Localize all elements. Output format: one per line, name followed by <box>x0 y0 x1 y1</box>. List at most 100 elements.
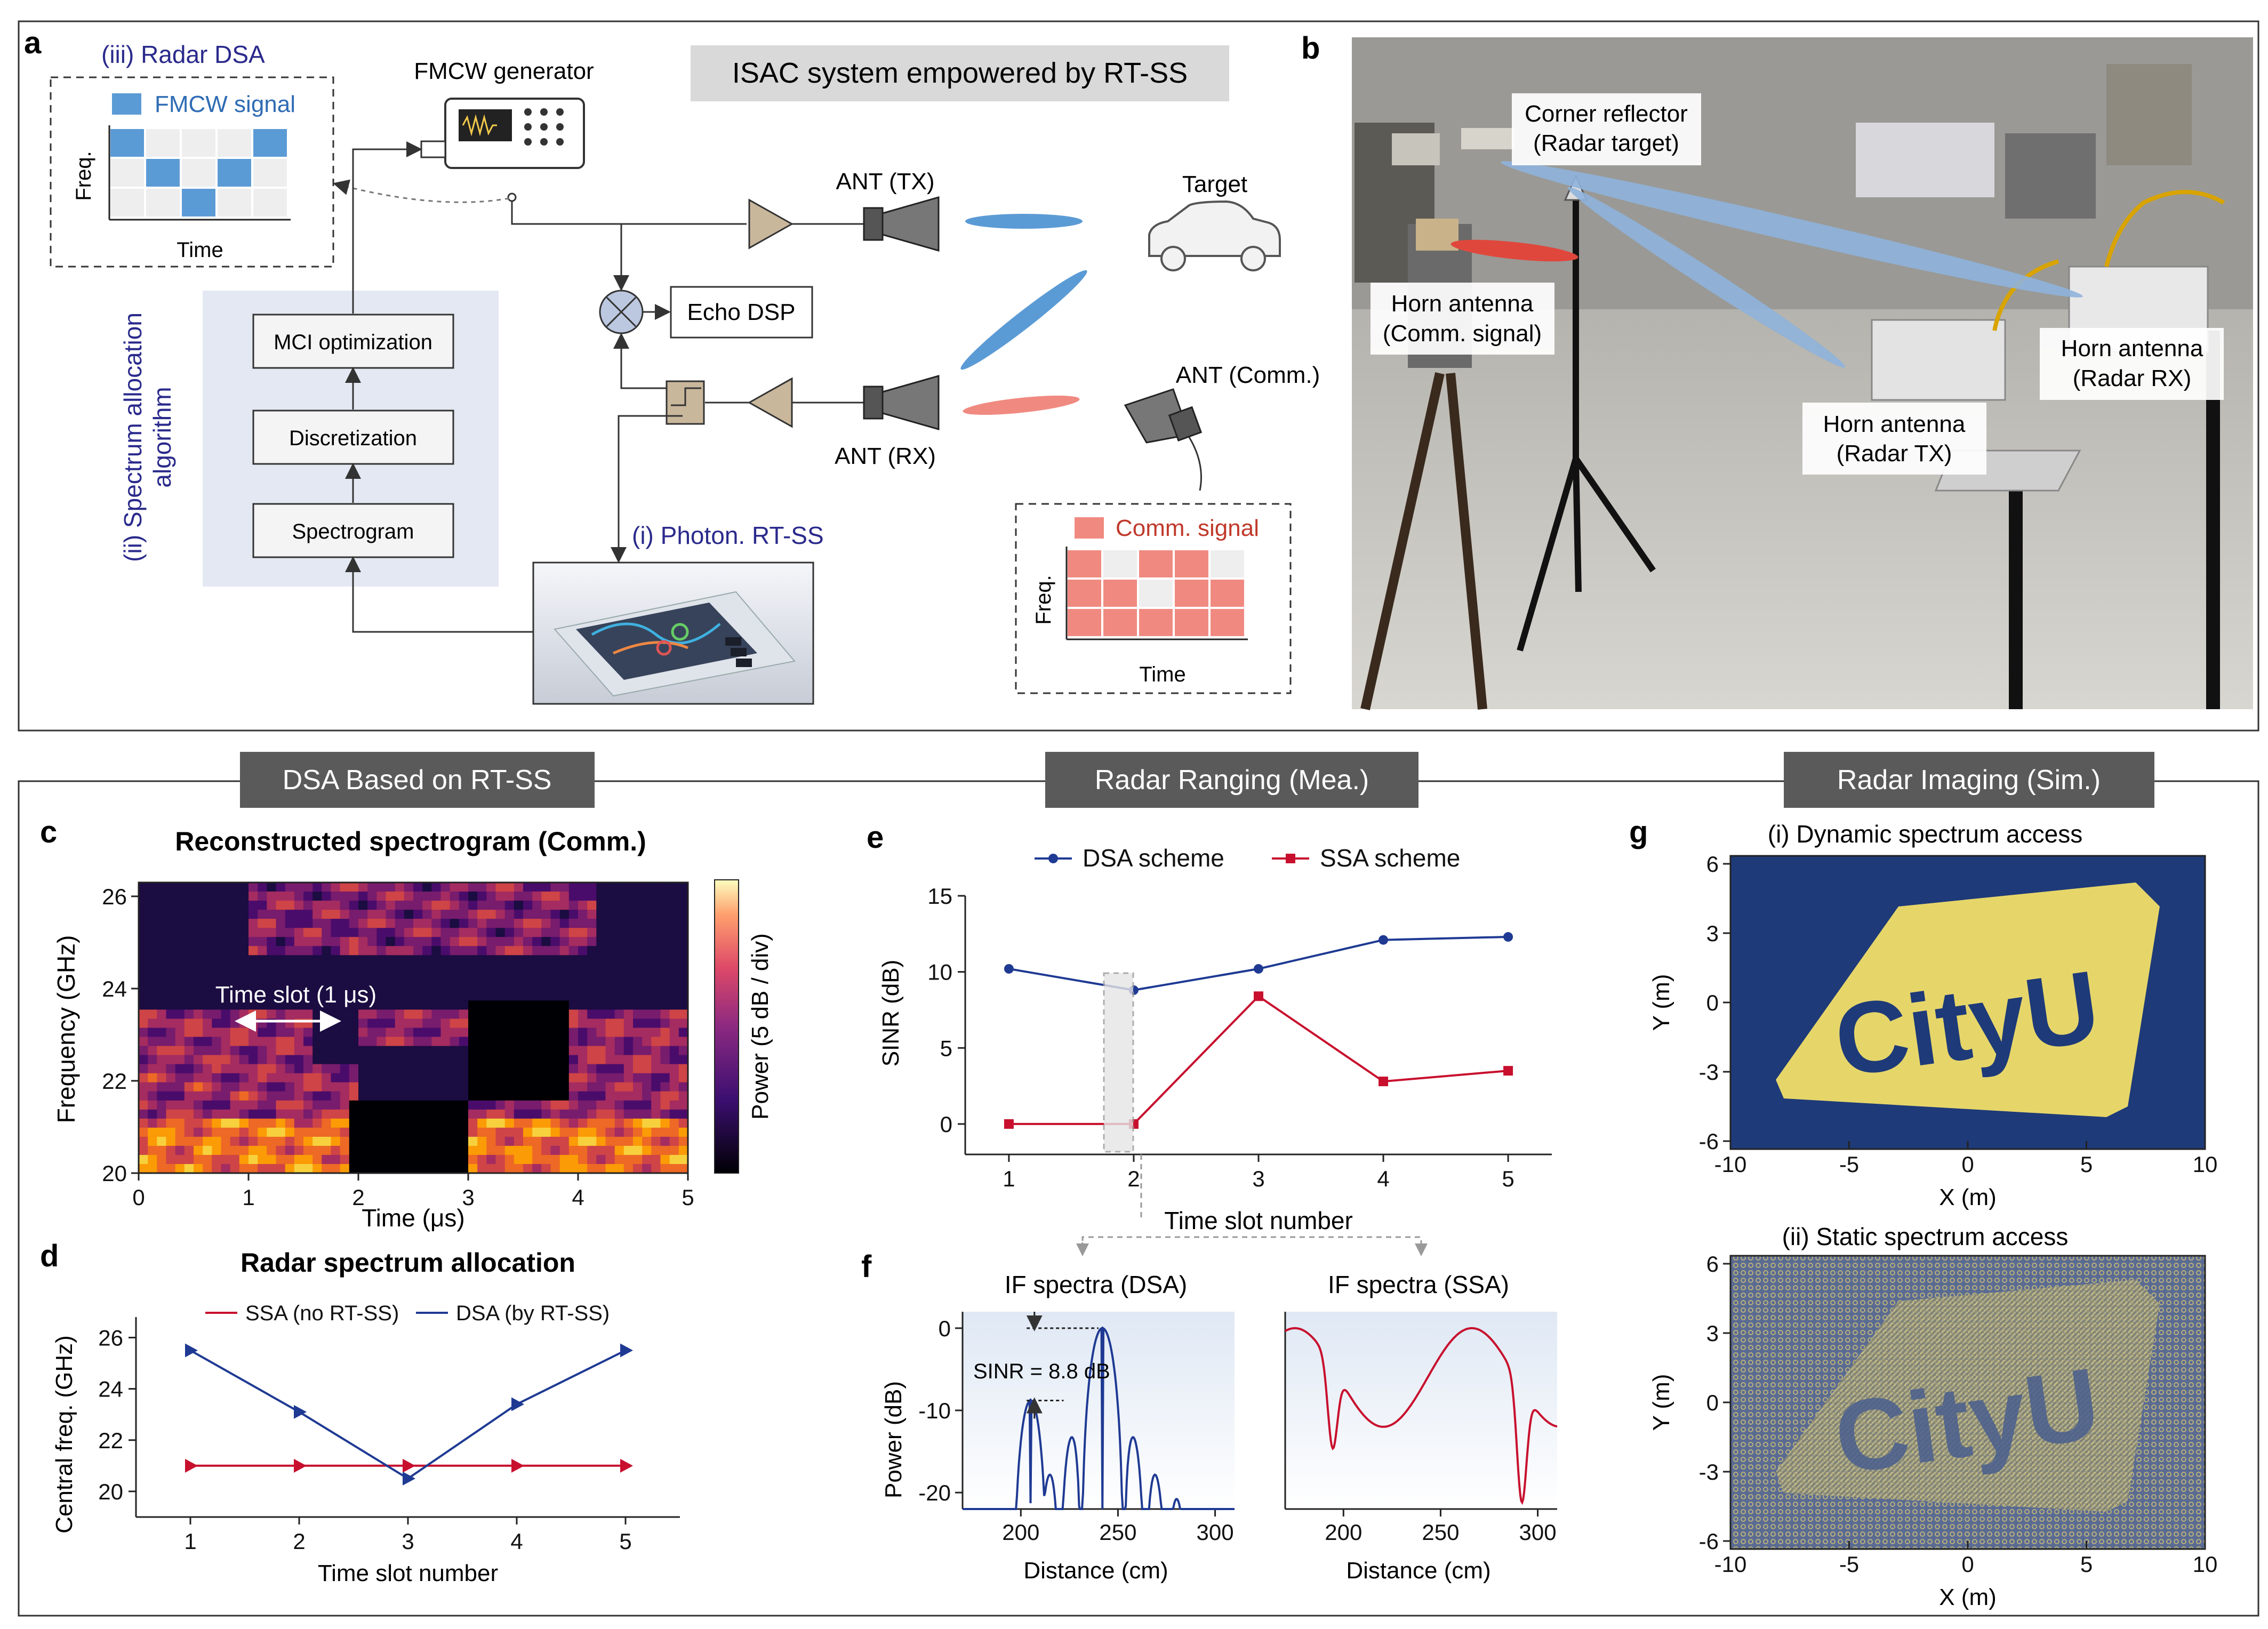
heatmap-cell <box>276 955 286 965</box>
heatmap-cell <box>669 1064 679 1074</box>
heatmap-cell <box>157 1136 167 1146</box>
heatmap-cell <box>623 1154 634 1165</box>
heatmap-cell <box>184 1118 194 1128</box>
heatmap-cell <box>495 910 506 919</box>
heatmap-cell <box>148 1118 157 1128</box>
y-tick-label: 5 <box>940 1036 952 1061</box>
heatmap-cell <box>267 964 277 974</box>
data-point <box>1503 932 1513 942</box>
comm-cell <box>1068 550 1101 577</box>
heatmap-cell <box>578 901 588 910</box>
y-tick-label: 20 <box>102 1161 127 1186</box>
heatmap-cell <box>477 892 487 901</box>
heatmap-cell <box>230 982 240 992</box>
heatmap-cell <box>559 1118 570 1128</box>
heatmap-cell <box>486 1109 496 1119</box>
heatmap-cell <box>184 1082 194 1092</box>
heatmap-cell <box>367 973 377 983</box>
heatmap-cell <box>340 1037 350 1047</box>
heatmap-cell <box>504 928 515 937</box>
heatmap-cell <box>450 1100 460 1110</box>
heatmap-cell <box>249 901 258 910</box>
heatmap-cell <box>550 1100 560 1110</box>
heatmap-cell <box>303 1064 313 1074</box>
heatmap-cell <box>459 1091 469 1101</box>
heatmap-cell <box>523 928 533 937</box>
heatmap-cell <box>184 1136 194 1146</box>
heatmap-cell <box>267 937 277 946</box>
heatmap-cell <box>495 892 506 901</box>
heatmap-cell <box>312 1073 322 1083</box>
heatmap-cell <box>477 882 487 892</box>
section-header-imaging-bg <box>1784 752 2154 808</box>
heatmap-cell <box>623 1046 634 1056</box>
heatmap-cell <box>157 991 167 1001</box>
heatmap-cell <box>166 1154 176 1165</box>
heatmap-cell <box>276 1164 286 1174</box>
heatmap-cell <box>568 919 579 928</box>
heatmap-cell <box>322 928 332 937</box>
heatmap-cell <box>303 1091 313 1101</box>
heatmap-cell <box>605 982 615 992</box>
heatmap-cell <box>550 901 560 910</box>
heatmap-cell <box>221 937 231 946</box>
heatmap-cell <box>249 892 258 901</box>
heatmap-cell <box>568 1100 579 1110</box>
heatmap-cell <box>340 1136 350 1146</box>
heatmap-cell <box>358 964 368 974</box>
heatmap-cell <box>230 991 240 1001</box>
heatmap-cell <box>541 910 551 919</box>
data-point <box>620 1343 633 1358</box>
heatmap-cell <box>148 1145 157 1155</box>
heatmap-cell <box>495 1109 506 1119</box>
heatmap-cell <box>349 1055 359 1065</box>
heatmap-cell <box>230 955 240 965</box>
heatmap-cell <box>550 910 560 919</box>
heatmap-cell <box>212 964 222 974</box>
heatmap-cell <box>550 882 560 892</box>
heatmap-cell <box>194 1136 203 1146</box>
heatmap-cell <box>422 1145 432 1155</box>
heatmap-cell <box>523 901 533 910</box>
heatmap-cell <box>514 1136 524 1146</box>
horn-tx-label-1: Horn antenna <box>1823 411 1966 437</box>
heatmap-cell <box>523 1028 533 1038</box>
heatmap-cell <box>678 1100 688 1110</box>
heatmap-cell <box>175 1154 185 1165</box>
heatmap-cell <box>678 1000 688 1010</box>
heatmap-cell <box>239 955 249 965</box>
heatmap-cell <box>422 882 432 892</box>
heatmap-cell <box>550 1118 560 1128</box>
heatmap-cell <box>212 1018 222 1029</box>
heatmap-cell <box>633 1100 643 1110</box>
heatmap-cell <box>203 1018 212 1029</box>
x-tick-label: -10 <box>1714 1552 1747 1577</box>
heatmap-cell <box>376 1018 387 1029</box>
heatmap-cell <box>596 928 606 937</box>
heatmap-cell <box>468 973 478 983</box>
heatmap-cell <box>440 892 451 901</box>
heatmap-cell <box>605 973 615 983</box>
heatmap-cell <box>678 1037 688 1047</box>
heatmap-cell <box>633 991 643 1001</box>
heatmap-cell <box>440 1145 451 1155</box>
heatmap-cell <box>312 973 322 983</box>
legend-label-2: SSA scheme <box>1320 844 1460 872</box>
heatmap-cell <box>660 1018 670 1029</box>
heatmap-cell <box>267 1028 277 1038</box>
heatmap-cell <box>477 1127 487 1137</box>
heatmap-cell <box>495 982 506 992</box>
heatmap-cell <box>267 1127 277 1137</box>
heatmap-cell <box>303 1037 313 1047</box>
heatmap-cell <box>230 1082 240 1092</box>
heatmap-cell <box>157 928 167 937</box>
heatmap-cell <box>431 928 442 937</box>
heatmap-cell <box>468 1164 478 1174</box>
fmcw-cell <box>253 129 287 157</box>
heatmap-cell <box>386 1091 396 1101</box>
heatmap-cell <box>660 1100 670 1110</box>
heatmap-cell <box>367 1018 377 1029</box>
heatmap-cell <box>267 882 277 892</box>
heatmap-cell <box>587 1118 597 1128</box>
heatmap-cell <box>431 937 442 946</box>
